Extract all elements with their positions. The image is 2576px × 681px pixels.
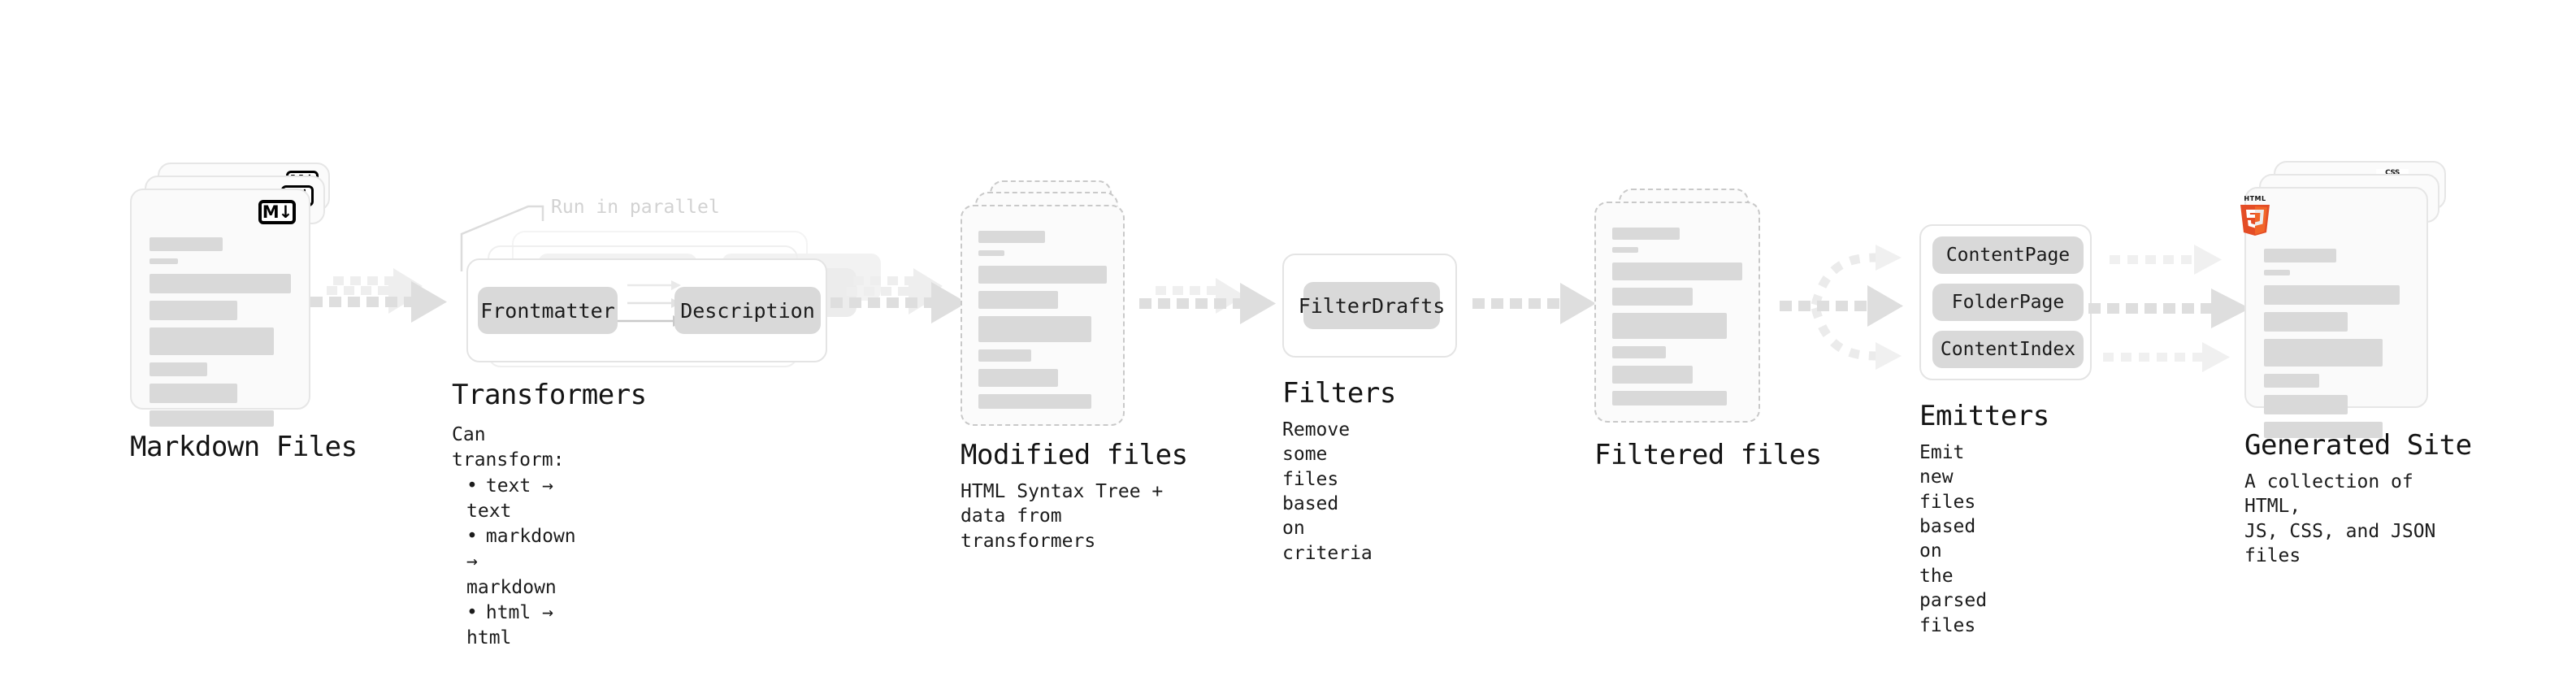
transformers-bullet-items: text → text markdown → markdown html → h… xyxy=(452,474,576,652)
filters-box: FilterDrafts xyxy=(1282,254,1457,358)
markdown-card-front: M↓ xyxy=(130,189,310,427)
stage-title-transformers: Transformers xyxy=(452,379,647,411)
markdown-icon: M↓ xyxy=(258,200,296,224)
content-bar xyxy=(150,327,275,355)
content-bar xyxy=(150,410,275,427)
stage-modified-files: Modified files HTML Syntax Tree + data f… xyxy=(961,180,1188,552)
content-bar xyxy=(2264,374,2319,388)
content-bar xyxy=(150,362,208,376)
connector-emitters-to-site xyxy=(2088,234,2272,380)
content-bar xyxy=(978,250,1004,256)
stage-generated-site: CSS JS HTML xyxy=(2240,161,2472,566)
content-bar xyxy=(1612,247,1638,253)
bullet-item: text → text xyxy=(466,474,576,525)
bullet-item: markdown → markdown xyxy=(466,524,576,601)
html5-wordmark: HTML xyxy=(2244,195,2266,202)
content-bar xyxy=(2264,270,2291,275)
stage-title-filters: Filters xyxy=(1282,377,1396,410)
transformers-capability-list: Can transform: text → text markdown → ma… xyxy=(452,423,576,651)
html5-icon: HTML xyxy=(2235,193,2275,239)
connector-markdown-to-transformers xyxy=(309,268,455,364)
modified-card-front xyxy=(961,205,1125,426)
stage-title-generated-site: Generated Site xyxy=(2244,429,2472,462)
content-bar xyxy=(2264,285,2400,305)
connector-transformers-to-modified xyxy=(829,268,975,358)
modified-card-stack xyxy=(961,180,1164,426)
filtered-card-front xyxy=(1594,202,1760,423)
html5-shield-icon: HTML xyxy=(2240,195,2270,236)
stage-title-markdown-files: Markdown Files xyxy=(130,431,358,463)
content-bar xyxy=(978,266,1107,284)
content-bar xyxy=(2264,312,2348,332)
content-bar xyxy=(978,291,1058,309)
emitter-box-contentindex[interactable]: ContentIndex xyxy=(1932,331,2084,368)
emitters-box: ContentPage FolderPage ContentIndex xyxy=(1919,224,2092,380)
content-bar xyxy=(2264,339,2383,367)
site-card-content xyxy=(2264,249,2409,438)
connector-filtered-to-emitters xyxy=(1780,230,1926,393)
content-bar xyxy=(1612,262,1742,280)
connector-filters-to-filtered xyxy=(1471,283,1601,329)
markdown-card-stack: M↓ M↓ M↓ xyxy=(130,163,341,427)
arrow-stack-icon xyxy=(830,268,967,323)
content-bar xyxy=(978,349,1031,362)
stage-title-filtered-files: Filtered files xyxy=(1594,439,1822,471)
connector-modified-to-filters xyxy=(1138,278,1276,343)
filtered-card-stack xyxy=(1594,189,1798,432)
content-bar xyxy=(150,384,237,403)
arrow-stack-icon xyxy=(1139,278,1276,324)
transformers-box-front: Frontmatter Description xyxy=(466,258,827,362)
content-bar xyxy=(1612,346,1666,358)
content-bar xyxy=(978,231,1046,243)
content-bar xyxy=(150,274,291,293)
transformer-box-description[interactable]: Description xyxy=(674,287,821,334)
content-bar xyxy=(150,258,178,264)
transformers-list-lead: Can transform: xyxy=(452,424,565,471)
content-bar xyxy=(150,301,237,320)
stage-filtered-files: Filtered files xyxy=(1594,189,1822,471)
stage-subtitle-modified-files: HTML Syntax Tree + data from transformer… xyxy=(961,481,1164,552)
stage-subtitle-generated-site: A collection of HTML, JS, CSS, and JSON … xyxy=(2244,471,2436,567)
transformers-annotation: Run in parallel xyxy=(551,197,720,218)
content-bar xyxy=(1612,366,1693,384)
stage-markdown-files: M↓ M↓ M↓ Markdown Files xyxy=(130,163,358,463)
arrow-icon xyxy=(1472,283,1596,324)
content-bar xyxy=(2264,422,2383,438)
filtered-card-content xyxy=(1612,228,1742,406)
content-bar xyxy=(978,369,1058,387)
content-bar xyxy=(1612,228,1680,240)
content-bar xyxy=(2264,249,2336,262)
fanout-arrow-icon xyxy=(1780,245,1903,370)
transformer-box-frontmatter[interactable]: Frontmatter xyxy=(478,287,618,334)
stage-title-modified-files: Modified files xyxy=(961,439,1188,471)
content-bar xyxy=(1612,288,1693,306)
filter-box-filterdrafts[interactable]: FilterDrafts xyxy=(1299,282,1445,329)
emitter-box-folderpage[interactable]: FolderPage xyxy=(1932,284,2084,321)
content-bar xyxy=(2264,395,2348,414)
content-bar xyxy=(150,237,223,251)
run-in-parallel-bracket-icon xyxy=(460,205,544,271)
stage-subtitle-filters: Remove some files based on criteria xyxy=(1282,419,1373,564)
site-card-stack: CSS JS HTML xyxy=(2240,161,2464,438)
content-bar xyxy=(978,394,1092,409)
content-bar xyxy=(978,316,1092,342)
emitter-box-contentpage[interactable]: ContentPage xyxy=(1932,236,2084,274)
content-bar xyxy=(1612,391,1727,406)
bullet-item: html → html xyxy=(466,601,576,652)
stage-subtitle-emitters: Emit new files based on the parsed files xyxy=(1919,442,1988,636)
stage-title-emitters: Emitters xyxy=(1919,400,2049,432)
arrow-stack-icon xyxy=(310,268,447,323)
markdown-card-content xyxy=(150,237,291,427)
modified-card-content xyxy=(978,231,1107,409)
parallel-dashed-arrows-icon xyxy=(2088,245,2250,372)
content-bar xyxy=(1612,313,1727,339)
site-card-front: HTML xyxy=(2240,187,2428,438)
